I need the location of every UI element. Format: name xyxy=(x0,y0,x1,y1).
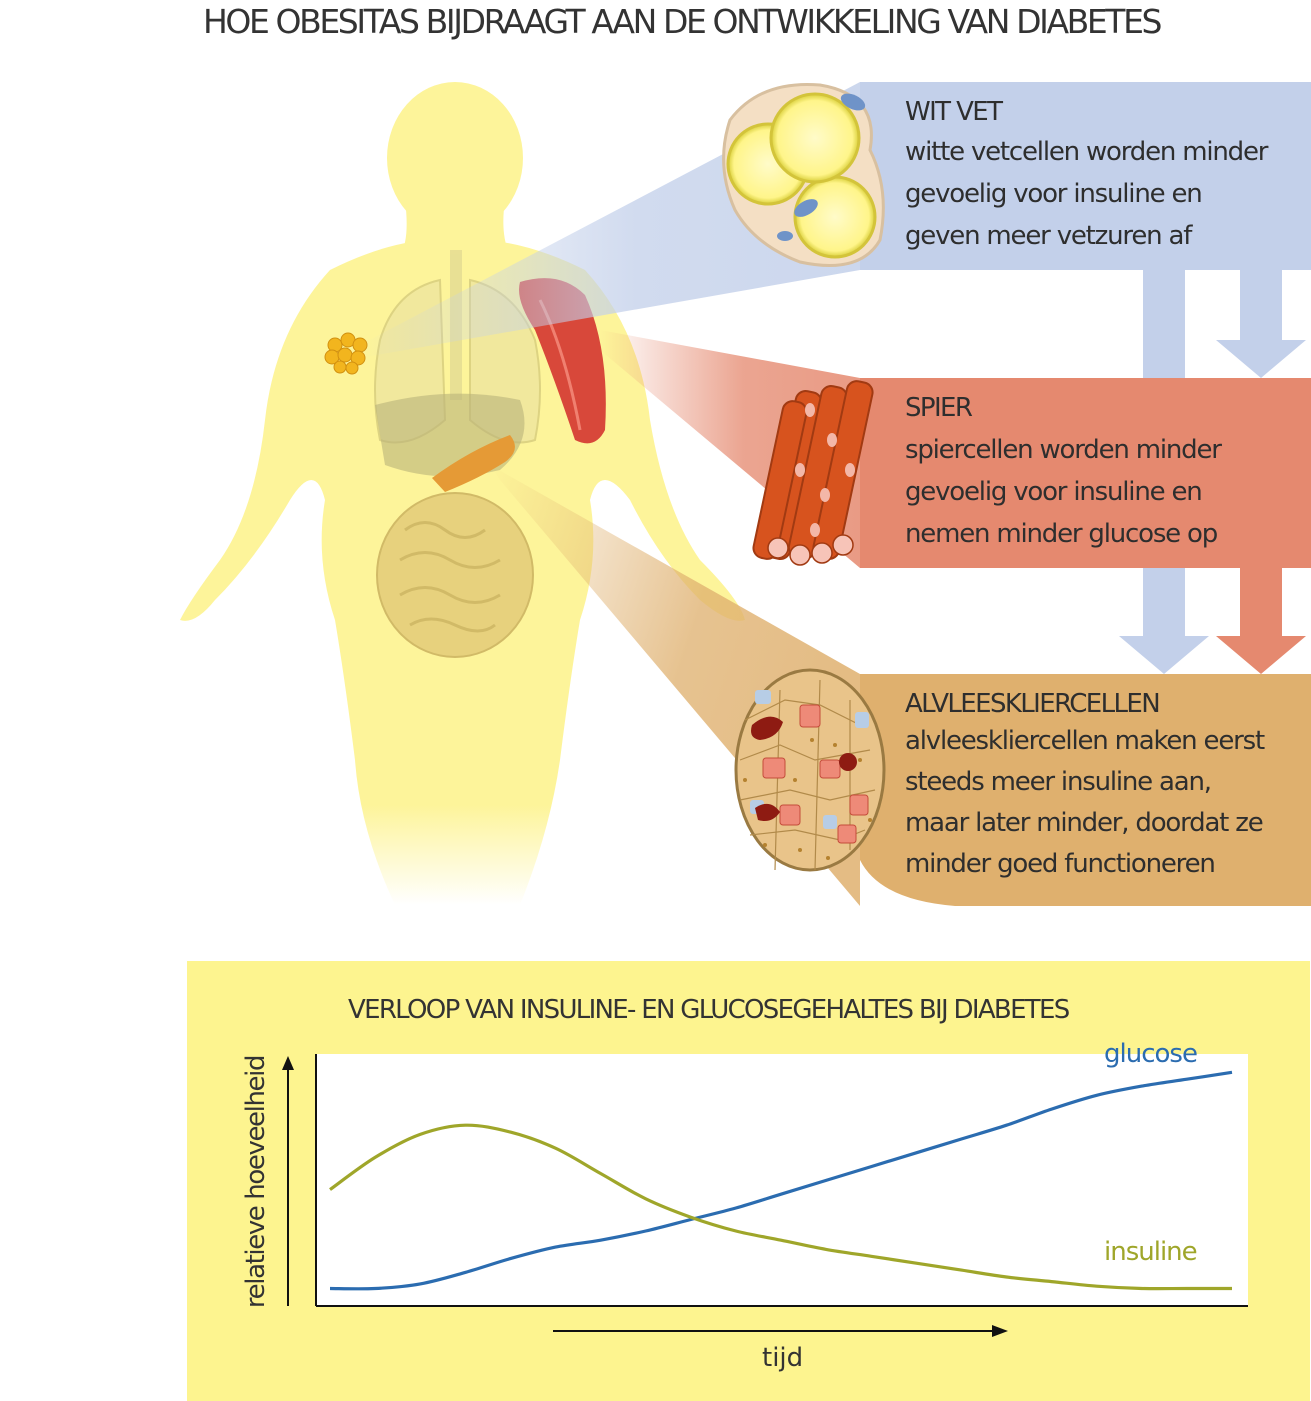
panel-wit-vet-line: gevoelig voor insuline en xyxy=(905,179,1203,209)
panel-wit-vet-line: witte vetcellen worden minder xyxy=(905,137,1268,167)
panel-spier-heading: SPIER xyxy=(905,393,973,423)
panel-spier: SPIER spiercellen worden minder gevoelig… xyxy=(905,393,1222,555)
series-line-glucose xyxy=(329,1070,1233,1291)
panel-alvleesklier: ALVLEESKLIERCELLEN alvleeskliercellen ma… xyxy=(905,689,1265,885)
x-axis-label: tijd xyxy=(762,1343,804,1373)
panel-spier-line: nemen minder glucose op xyxy=(905,519,1218,549)
x-axis xyxy=(553,1325,1008,1337)
arrows-blue xyxy=(1119,270,1306,674)
panel-alvleesklier-bg xyxy=(860,674,1311,906)
arrow-red xyxy=(1216,568,1306,674)
panel-wit-vet-heading: WIT VET xyxy=(905,97,1003,127)
panel-wit-vet-bg xyxy=(860,82,1311,270)
panel-spier-line: spiercellen worden minder xyxy=(905,435,1222,465)
panel-wit-vet-line: geven meer vetzuren af xyxy=(905,221,1192,251)
pancreas-tissue-icon xyxy=(734,668,886,872)
series-label-insuline: insuline xyxy=(1104,1236,1198,1267)
fat-cells-icon xyxy=(722,82,885,267)
intestines xyxy=(376,492,534,658)
muscle-fibers-icon xyxy=(752,380,874,566)
fat-cluster-small xyxy=(324,332,368,375)
panel-wit-vet: WIT VET witte vetcellen worden minder ge… xyxy=(905,97,1268,257)
panel-alvleesklier-line: maar later minder, doordat ze xyxy=(905,808,1264,838)
panel-alvleesklier-line: minder goed functioneren xyxy=(905,849,1216,879)
page-title: HOE OBESITAS BIJDRAAGT AAN DE ONTWIKKELI… xyxy=(203,2,1162,41)
pancreas xyxy=(432,435,515,492)
chart-title: VERLOOP VAN INSULINE- EN GLUCOSEGEHALTES… xyxy=(348,995,1070,1025)
y-axis xyxy=(282,1056,294,1306)
panel-alvleesklier-line: alvleeskliercellen maken eerst xyxy=(905,726,1265,756)
panel-alvleesklier-heading: ALVLEESKLIERCELLEN xyxy=(905,689,1161,719)
series-label-glucose: glucose xyxy=(1104,1039,1198,1070)
panel-spier-bg xyxy=(860,378,1311,568)
series-line-insuline xyxy=(329,1123,1232,1291)
panel-alvleesklier-line: steeds meer insuline aan, xyxy=(905,767,1212,797)
panel-spier-line: gevoelig voor insuline en xyxy=(905,477,1203,507)
